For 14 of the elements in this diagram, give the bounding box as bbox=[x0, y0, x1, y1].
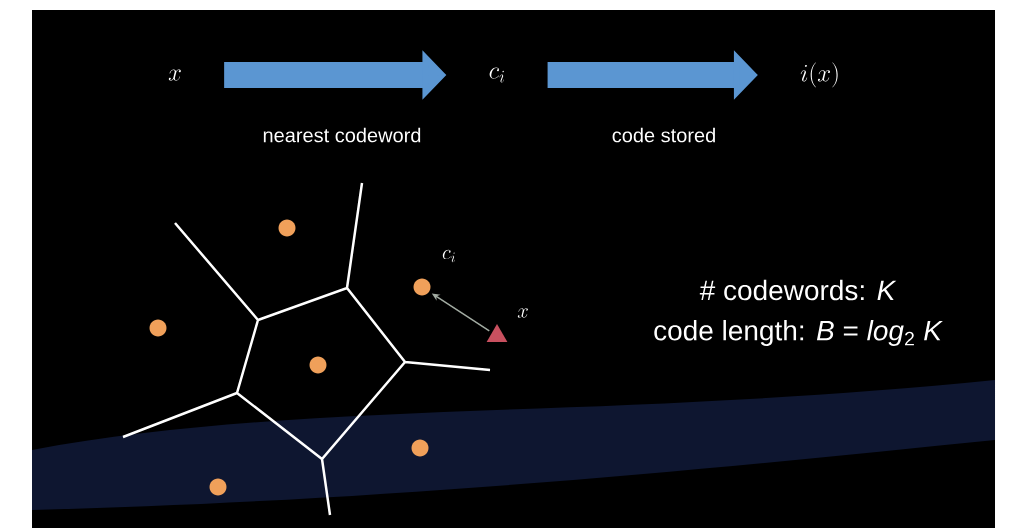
codeword-dot bbox=[278, 219, 296, 237]
info-text: code length: B = log$_{2}$ K bbox=[654, 319, 943, 347]
info-text: # codewords: K bbox=[699, 279, 897, 301]
codeword-dot bbox=[309, 356, 327, 374]
codeword-dot bbox=[209, 478, 227, 496]
math-symbol: $i(x)$ bbox=[800, 62, 838, 88]
math-symbol: $x$ bbox=[168, 69, 181, 81]
point-label: $x$ bbox=[517, 308, 528, 318]
codeword-dot bbox=[149, 319, 167, 337]
math-symbol: $c_i$ bbox=[489, 67, 504, 83]
query-triangle bbox=[486, 324, 508, 342]
codeword-dot bbox=[411, 439, 429, 457]
point-label: $c_i$ bbox=[442, 249, 455, 263]
codeword-dot bbox=[413, 278, 431, 296]
